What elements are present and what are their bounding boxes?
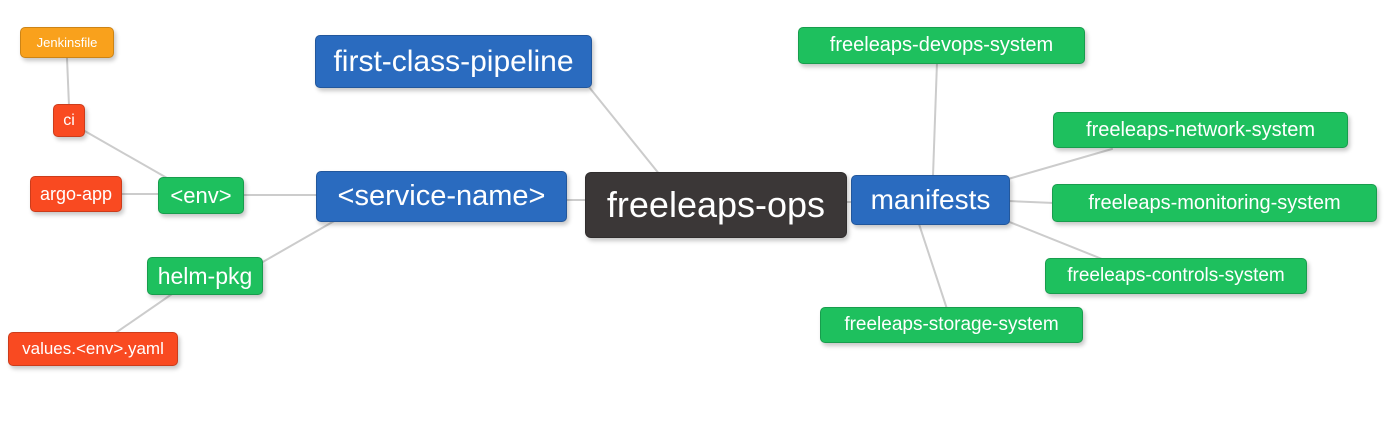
node-freeleaps-ops[interactable]: freeleaps-ops: [585, 172, 847, 238]
node-values-env-yaml[interactable]: values.<env>.yaml: [8, 332, 178, 366]
node-service-name[interactable]: <service-name>: [316, 171, 567, 222]
node-manifests[interactable]: manifests: [851, 175, 1010, 225]
edge-values-helm-pkg: [113, 293, 173, 335]
node-helm-pkg[interactable]: helm-pkg: [147, 257, 263, 295]
edge-ci-env: [82, 129, 175, 183]
edge-manifests-storage: [918, 223, 948, 310]
edge-manifests-monitoring: [1007, 200, 1055, 204]
edge-manifests-network: [1007, 148, 1113, 180]
node-storage-system[interactable]: freeleaps-storage-system: [820, 307, 1083, 343]
edge-helm-pkg-service-name: [260, 219, 337, 264]
edge-jenkinsfile-ci: [66, 57, 70, 107]
node-monitoring-system[interactable]: freeleaps-monitoring-system: [1052, 184, 1377, 222]
node-ci[interactable]: ci: [53, 104, 85, 137]
node-devops-system[interactable]: freeleaps-devops-system: [798, 27, 1085, 64]
edge-manifests-devops: [932, 61, 938, 177]
node-controls-system[interactable]: freeleaps-controls-system: [1045, 258, 1307, 294]
node-argo-app[interactable]: argo-app: [30, 176, 122, 212]
edge-manifests-controls: [1006, 220, 1103, 260]
edge-pipeline-ops: [588, 86, 661, 176]
node-network-system[interactable]: freeleaps-network-system: [1053, 112, 1348, 148]
node-env[interactable]: <env>: [158, 177, 244, 214]
node-jenkinsfile[interactable]: Jenkinsfile: [20, 27, 114, 58]
node-first-class-pipeline[interactable]: first-class-pipeline: [315, 35, 592, 88]
